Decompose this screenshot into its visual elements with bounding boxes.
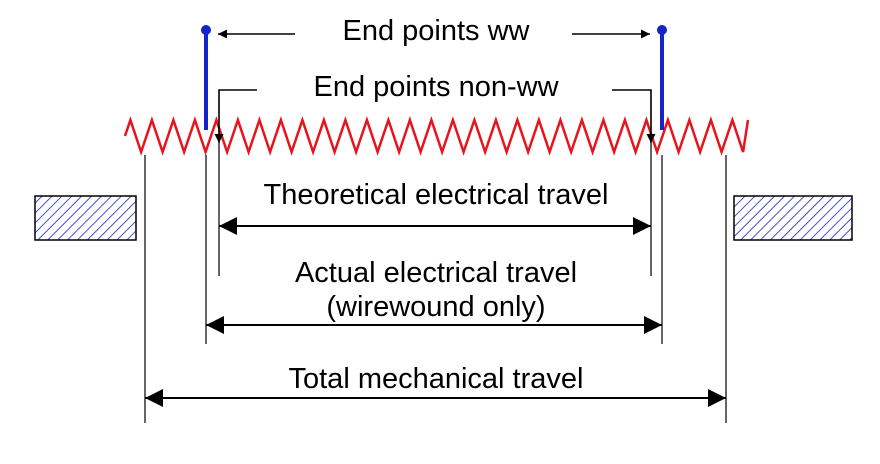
- actual-electrical-travel-label: Actual electrical travel: [295, 257, 577, 289]
- end-points-non-ww-label: End points non-ww: [313, 71, 559, 103]
- total-mechanical-travel-label: Total mechanical travel: [289, 363, 584, 395]
- wirewound-only-label: (wirewound only): [326, 291, 545, 323]
- resistive-element-zigzag: [123, 116, 750, 156]
- right-end-stop: [733, 195, 853, 241]
- theoretical-electrical-travel-label: Theoretical electrical travel: [264, 179, 609, 211]
- end-points-ww-label: End points ww: [343, 15, 531, 47]
- wiper-end-markers: [201, 25, 667, 130]
- end-points-non-ww-arrow-right: [612, 89, 656, 143]
- wiper-right-dot: [657, 25, 667, 35]
- end-points-non-ww-arrow-left: [214, 89, 257, 143]
- left-end-stop: [34, 195, 137, 241]
- wiper-left-dot: [201, 25, 211, 35]
